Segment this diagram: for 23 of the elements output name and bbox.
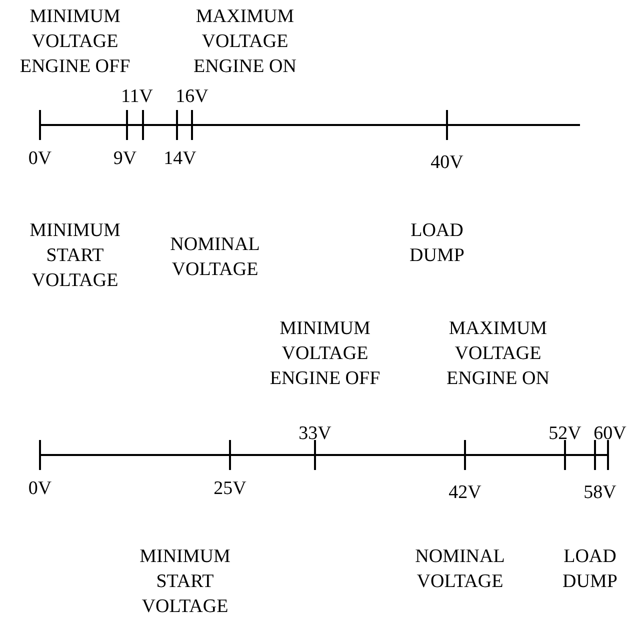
- voltage-note: MAXIMUM VOLTAGE ENGINE ON: [446, 317, 550, 391]
- voltage-note: MAXIMUM VOLTAGE ENGINE ON: [192, 5, 298, 79]
- voltage-note: NOMINAL VOLTAGE: [414, 545, 506, 594]
- voltage-note: MINIMUM VOLTAGE ENGINE OFF: [18, 5, 132, 79]
- voltage-note: NOMINAL VOLTAGE: [169, 233, 261, 282]
- tick-value: 25V: [212, 477, 248, 501]
- tick-value: 9V: [112, 147, 138, 171]
- tick-value: 42V: [448, 481, 482, 505]
- tick-value: 52V: [548, 422, 582, 446]
- voltage-note: LOAD DUMP: [562, 545, 618, 594]
- voltage-note: MINIMUM START VOLTAGE: [28, 219, 122, 293]
- tick-value: 40V: [430, 151, 464, 175]
- tick-value: 60V: [592, 422, 628, 446]
- tick-value: 0V: [27, 147, 53, 171]
- voltage-note: LOAD DUMP: [408, 219, 466, 268]
- voltage-note: MINIMUM START VOLTAGE: [138, 545, 232, 619]
- tick-value: 14V: [162, 147, 198, 171]
- tick-value: 16V: [174, 85, 210, 109]
- tick-value: 58V: [582, 481, 618, 505]
- voltage-note: MINIMUM VOLTAGE ENGINE OFF: [268, 317, 382, 391]
- tick-value: 11V: [120, 85, 154, 109]
- tick-value: 0V: [27, 477, 53, 501]
- tick-value: 33V: [298, 422, 332, 446]
